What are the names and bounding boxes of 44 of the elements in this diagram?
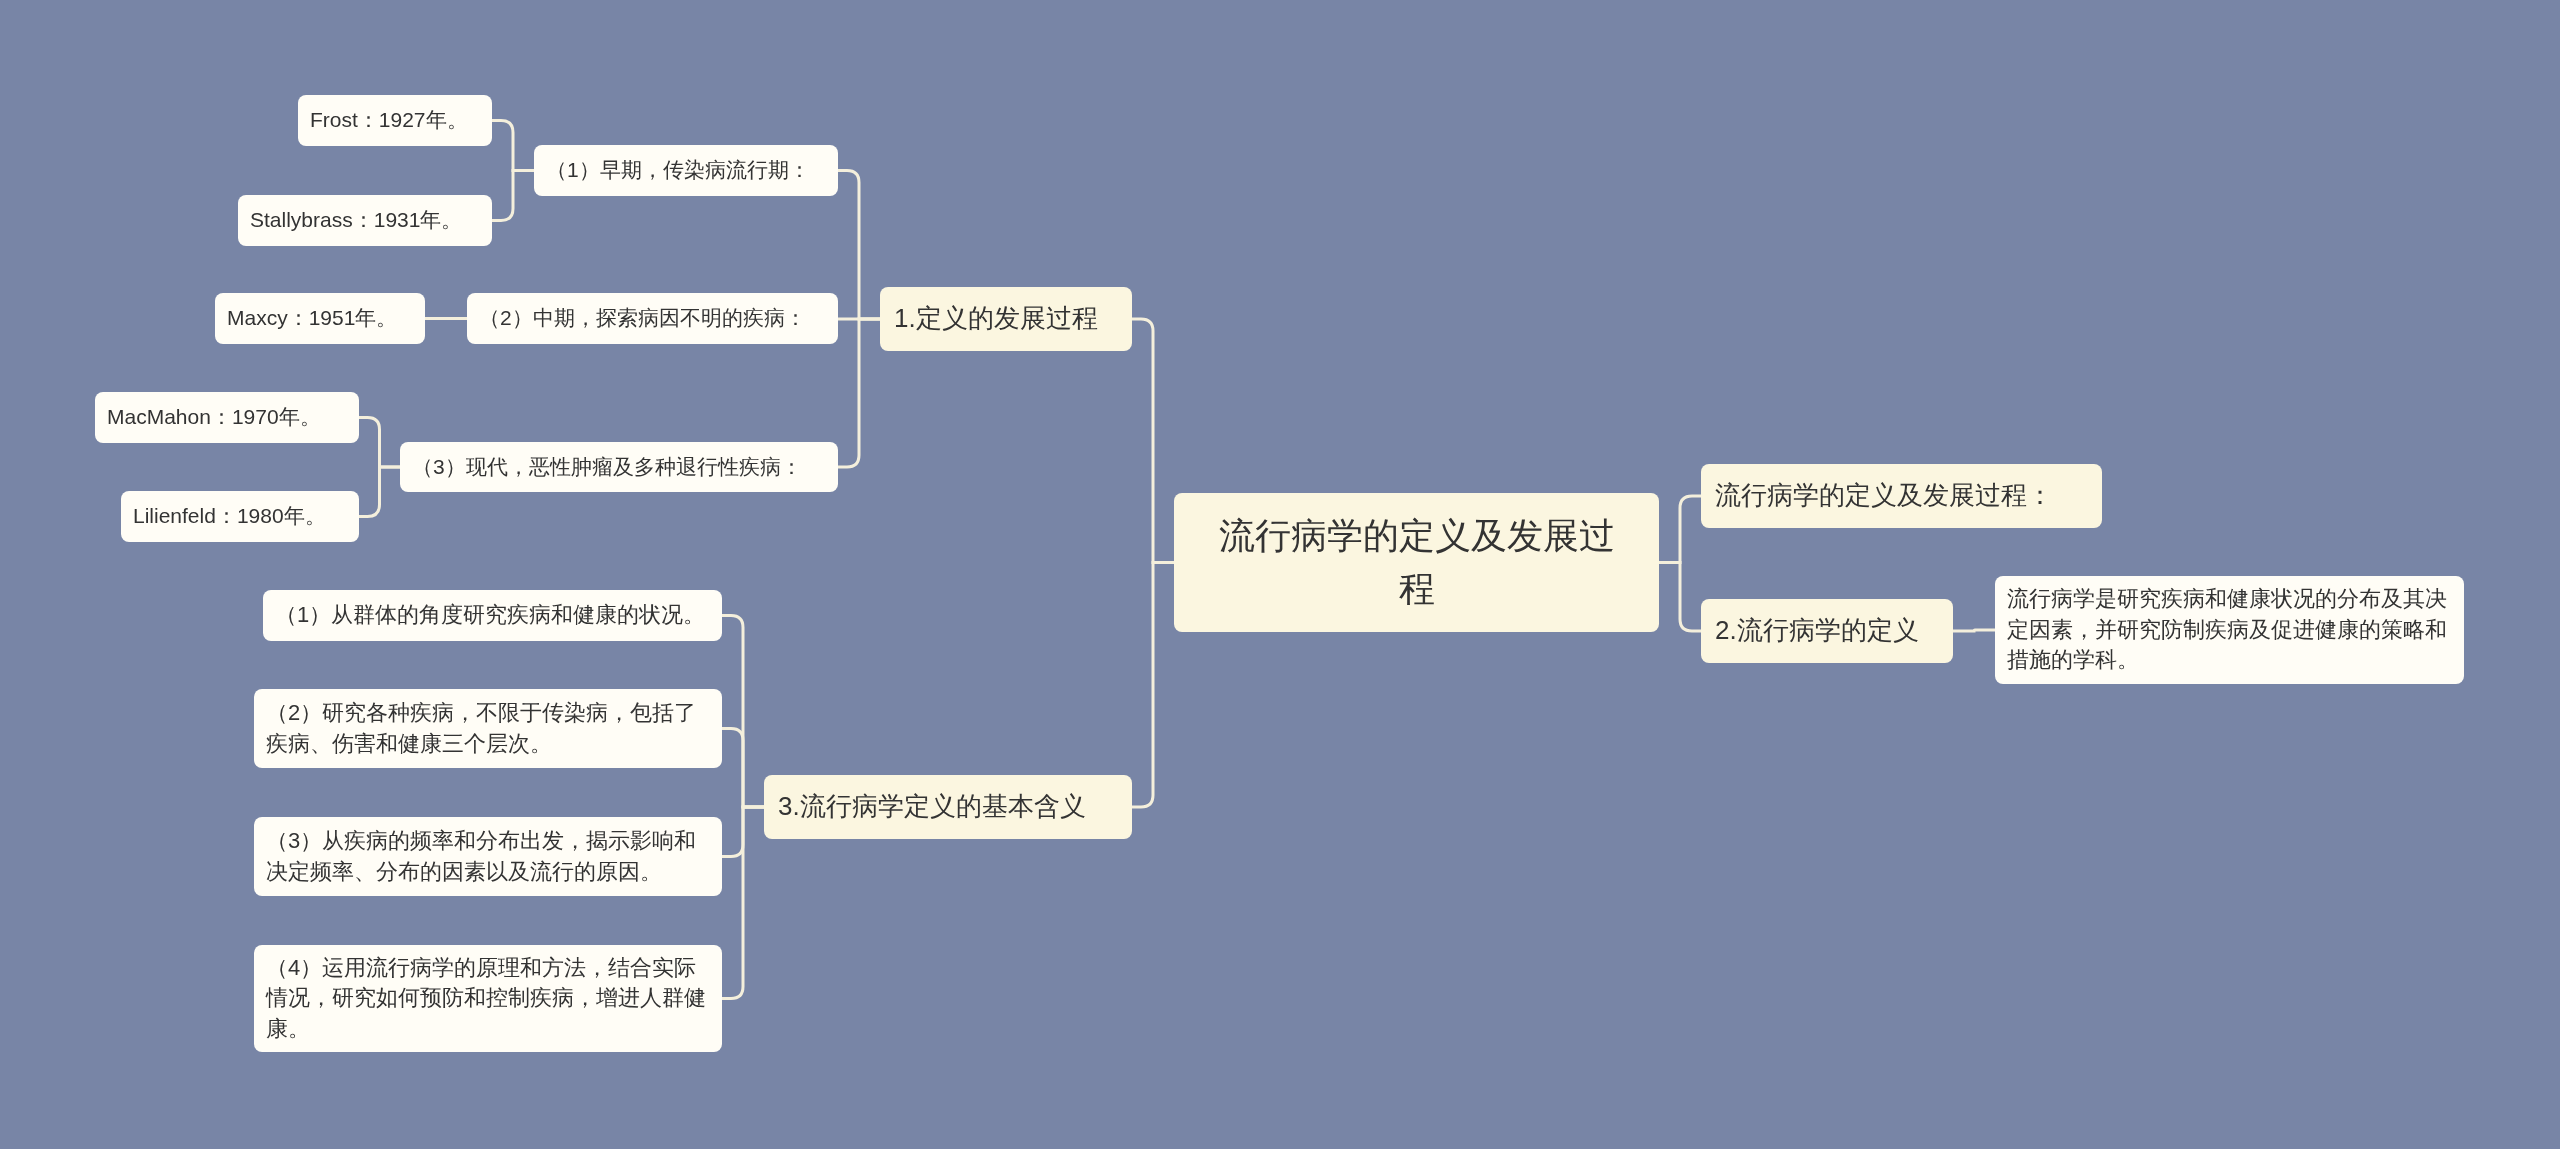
note-label: 流行病学是研究疾病和健康状况的分布及其决定因素，并研究防制疾病及促进健康的策略和措施的学科。 <box>2007 585 2448 675</box>
subtopic-label: Maxcy：1951年。 <box>227 305 398 332</box>
connector-line <box>720 805 766 1000</box>
note-label: （3）从疾病的频率和分布出发，揭示影响和决定频率、分布的因素以及流行的原因。 <box>266 827 698 886</box>
connector-line <box>1130 561 1176 809</box>
note-label: （2）研究各种疾病，不限于传染病，包括了疾病、伤害和健康三个层次。 <box>266 699 698 758</box>
subtopic-card <box>215 293 425 344</box>
subtopic-card <box>400 442 838 492</box>
connector-line <box>357 465 402 518</box>
connector-line <box>836 317 882 469</box>
subtopic-label: （1）早期，传染病流行期： <box>546 157 810 184</box>
subtopic-label: Frost：1927年。 <box>310 107 468 134</box>
topic-label: 2.流行病学的定义 <box>1715 614 1919 648</box>
note-label: （1）从群体的角度研究疾病和健康的状况。 <box>275 601 706 630</box>
connector-line <box>1657 561 1703 633</box>
subtopic-card <box>467 293 838 344</box>
topic-label: 流行病学的定义及发展过程： <box>1715 479 2053 513</box>
note-card <box>254 945 722 1052</box>
note-card <box>263 590 722 641</box>
subtopic-card <box>238 195 492 246</box>
subtopic-card <box>534 145 838 196</box>
subtopic-card <box>298 95 492 146</box>
root-topic-card <box>1174 493 1659 632</box>
topic-card <box>1701 464 2102 528</box>
topic-label: 1.定义的发展过程 <box>894 302 1098 336</box>
subtopic-label: （3）现代，恶性肿瘤及多种退行性疾病： <box>412 453 802 480</box>
root-topic-label: 流行病学的定义及发展过程 <box>1217 514 1616 611</box>
connector-line <box>1951 628 1997 633</box>
topic-card <box>764 775 1132 839</box>
subtopic-label: （2）中期，探索病因不明的疾病： <box>479 305 806 332</box>
connector-line <box>490 169 536 222</box>
connector-line <box>423 317 469 320</box>
topic-label: 3.流行病学定义的基本含义 <box>778 790 1086 824</box>
subtopic-label: Stallybrass：1931年。 <box>250 207 463 234</box>
note-card <box>254 689 722 768</box>
note-label: （4）运用流行病学的原理和方法，结合实际情况，研究如何预防和控制疾病，增进人群健康。 <box>266 953 707 1043</box>
topic-card <box>880 287 1132 351</box>
subtopic-label: Lilienfeld：1980年。 <box>133 503 326 530</box>
subtopic-label: MacMahon：1970年。 <box>107 404 321 431</box>
note-card <box>254 817 722 896</box>
topic-card <box>1701 599 1953 663</box>
subtopic-card <box>121 491 359 542</box>
subtopic-card <box>95 392 359 443</box>
note-card <box>1995 576 2464 684</box>
